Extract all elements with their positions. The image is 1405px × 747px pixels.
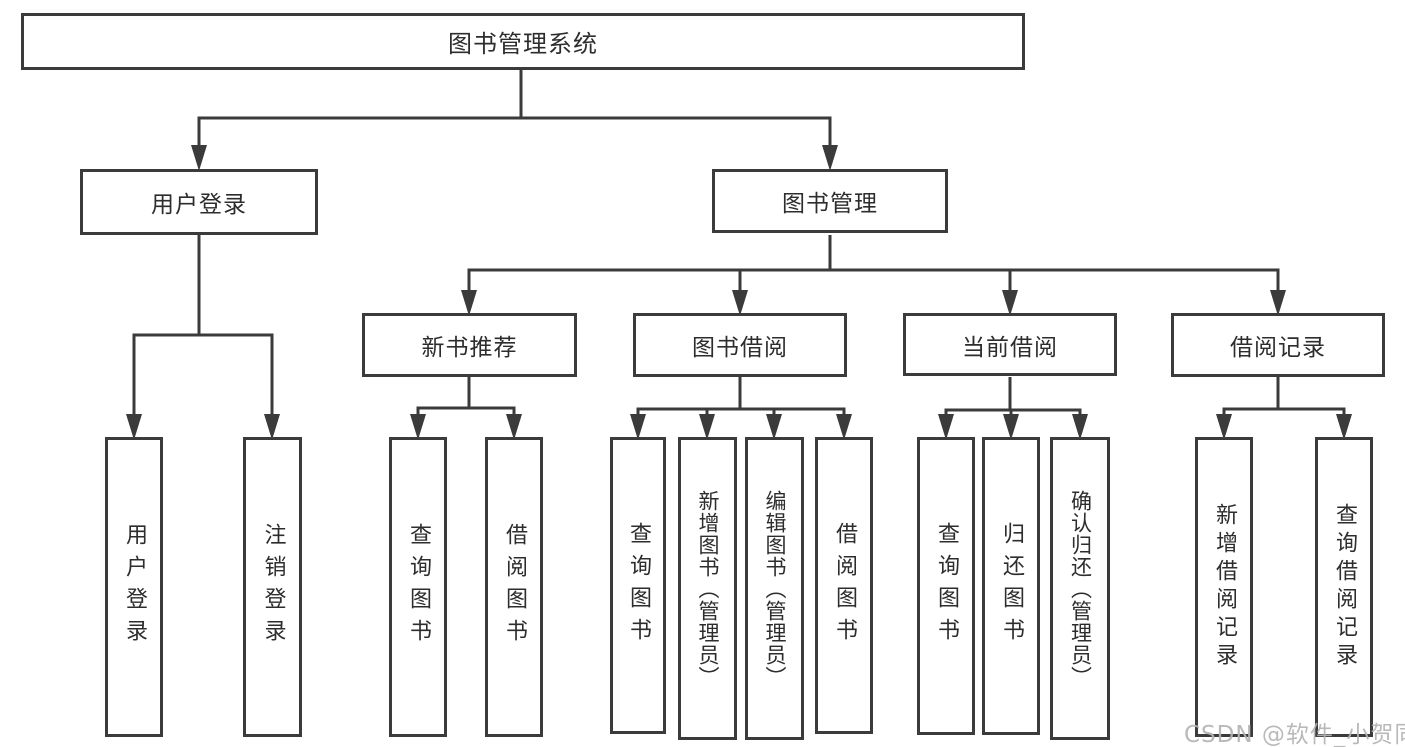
connector-userlogin-rail [132, 333, 274, 420]
node-book-borrowing: 图书借阅 [633, 313, 847, 377]
leaf-records-add-record: 新增借阅记录 [1195, 437, 1253, 737]
leaf-user-login: 用户登录 [105, 437, 163, 737]
leaf-logout: 注销登录 [243, 437, 302, 737]
node-current-borrowing: 当前借阅 [903, 313, 1117, 376]
node-book-borrowing-label: 图书借阅 [692, 335, 788, 361]
leaf-records-query-record: 查询借阅记录 [1315, 437, 1373, 737]
node-new-book-recommend-label: 新书推荐 [421, 335, 518, 361]
node-user-login: 用户登录 [80, 169, 318, 235]
connector-root-rail [197, 116, 832, 150]
leaf-borrowing-edit-books-admin: 编辑图书（管理员） [745, 437, 804, 740]
node-current-borrowing-label: 当前借阅 [962, 334, 1058, 361]
node-root: 图书管理系统 [21, 13, 1025, 70]
node-borrowing-records: 借阅记录 [1171, 313, 1385, 377]
node-book-management-label: 图书管理 [782, 191, 878, 217]
connector-records-rail [1222, 407, 1346, 420]
leaf-current-return-books: 归还图书 [982, 437, 1040, 735]
node-borrowing-records-label: 借阅记录 [1230, 335, 1326, 361]
node-new-book-recommend: 新书推荐 [362, 313, 577, 377]
leaf-borrowing-add-books-admin: 新增图书（管理员） [678, 437, 737, 740]
connector-recommend-rail [416, 406, 516, 420]
leaf-current-query-books: 查询图书 [917, 437, 975, 735]
leaf-recommend-borrow-books: 借阅图书 [485, 437, 543, 737]
arrowheads [126, 145, 1352, 440]
connector-bookmgmt-rail [467, 268, 1280, 296]
connector-borrowing-rail [636, 407, 846, 420]
leaf-borrowing-borrow-books: 借阅图书 [815, 437, 873, 734]
leaf-borrowing-query-books: 查询图书 [610, 437, 666, 734]
leaf-current-confirm-return-admin: 确认归还（管理员） [1050, 437, 1110, 740]
node-book-management: 图书管理 [712, 169, 948, 233]
leaf-recommend-query-books: 查询图书 [389, 437, 447, 737]
watermark: CSDN @软件_小贺同学 [1184, 722, 1405, 747]
node-user-login-label: 用户登录 [151, 192, 247, 218]
node-root-label: 图书管理系统 [448, 30, 598, 58]
